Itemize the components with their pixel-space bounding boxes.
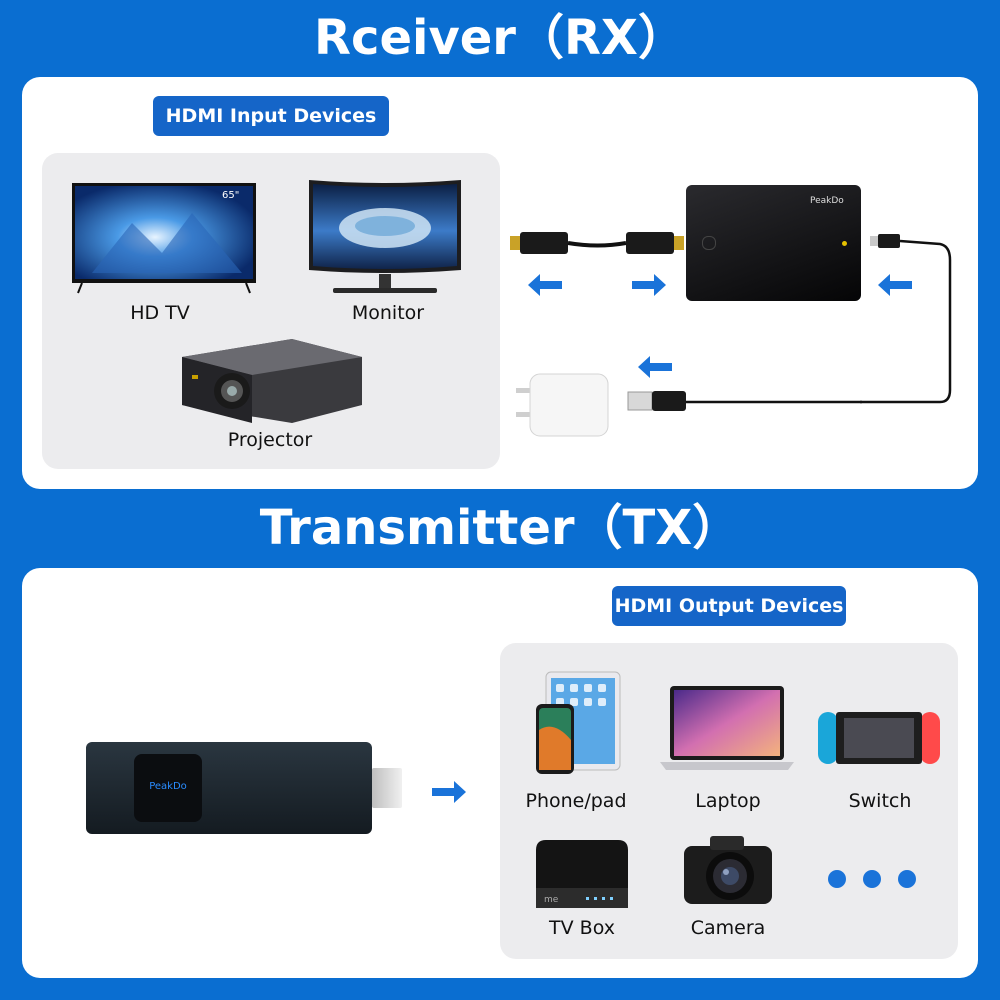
transmitter-heading: Transmitter（TX） [259, 500, 741, 556]
arrow-right-icon [432, 781, 466, 803]
laptop-icon [660, 686, 794, 770]
tv-size-label: 65" [222, 190, 240, 201]
projector-label: Projector [227, 429, 313, 451]
phone-pad-icon [536, 671, 621, 774]
hdmi-cable-icon [510, 232, 684, 254]
transmitter-brand-logo: PeakDo [149, 781, 187, 792]
arrow-left-icon [528, 274, 562, 296]
laptop-label: Laptop [695, 790, 761, 812]
transmitter-device-image [86, 742, 372, 834]
usb-cable-icon [860, 234, 952, 404]
hdmi-input-devices-badge: HDMI Input Devices [153, 96, 389, 136]
projector-icon [182, 339, 362, 423]
receiver-brand-logo: PeakDo [810, 196, 844, 206]
receiver-heading: Rceiver（RX） [314, 10, 686, 66]
hdmi-plug-icon [372, 768, 402, 808]
usb-a-plug-icon [627, 391, 862, 411]
monitor-label: Monitor [351, 302, 425, 324]
tv-icon [72, 183, 256, 294]
camera-icon [684, 836, 772, 904]
camera-label: Camera [690, 917, 766, 939]
transmitter-logo-window [134, 754, 202, 822]
monitor-icon [309, 180, 461, 293]
arrow-left-icon [638, 356, 672, 378]
phone-pad-label: Phone/pad [525, 790, 627, 812]
hd-tv-label: HD TV [130, 302, 190, 324]
switch-label: Switch [848, 790, 912, 812]
receiver-led [842, 241, 847, 246]
tv-box-label: TV Box [549, 917, 615, 939]
switch-icon [818, 712, 940, 764]
hdmi-output-devices-badge: HDMI Output Devices [612, 586, 846, 626]
arrow-left-icon [878, 274, 912, 296]
svg-text:me: me [544, 895, 559, 905]
more-devices-ellipsis-icon [828, 870, 916, 888]
arrow-right-icon [632, 274, 666, 296]
receiver-button [702, 236, 716, 250]
tv-box-icon: me [536, 840, 628, 908]
power-adapter-icon [516, 373, 609, 437]
